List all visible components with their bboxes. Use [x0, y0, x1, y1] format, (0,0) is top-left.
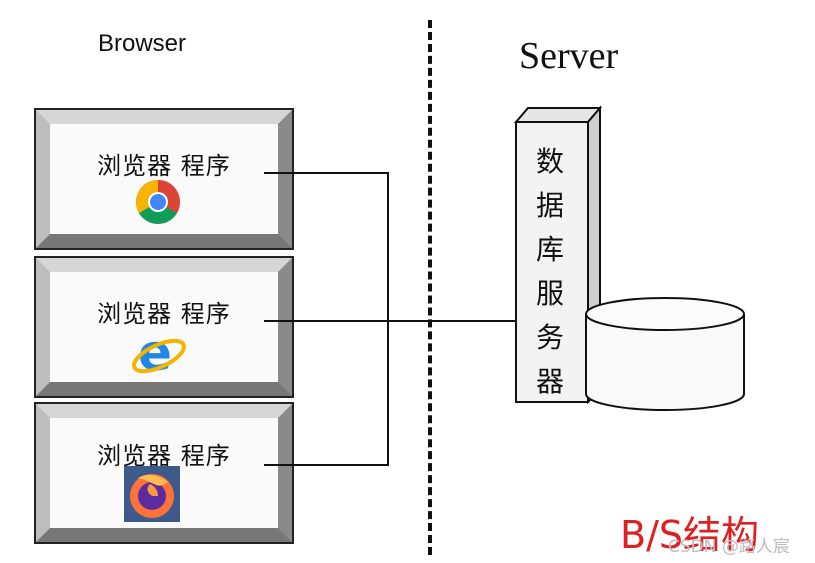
connector-line	[264, 464, 388, 466]
browser-title: Browser	[98, 30, 187, 57]
connector-line	[264, 172, 388, 174]
browser-box-chrome: 浏览器 程序	[34, 108, 294, 250]
browser-box-ie: 浏览器 程序 e	[34, 256, 294, 398]
database-cylinder	[585, 297, 745, 411]
watermark: CSDN @路人宸	[668, 537, 790, 557]
browser-box-label: 浏览器 程序	[97, 300, 231, 328]
browser-box-firefox: 浏览器 程序	[34, 402, 294, 544]
firefox-icon	[124, 466, 180, 522]
client-server-divider	[428, 20, 432, 555]
connector-line	[264, 320, 388, 322]
chrome-icon	[136, 180, 180, 224]
server-title: Server	[519, 35, 619, 77]
diagram-caption: B/S结构	[620, 513, 759, 557]
database-server-label: 数 据 库 服 务 器	[535, 145, 564, 398]
internet-explorer-icon: e	[132, 326, 186, 380]
connector-line	[387, 172, 389, 466]
browser-box-label: 浏览器 程序	[97, 152, 231, 180]
connector-line	[388, 320, 518, 322]
browser-box-label: 浏览器 程序	[97, 442, 231, 470]
